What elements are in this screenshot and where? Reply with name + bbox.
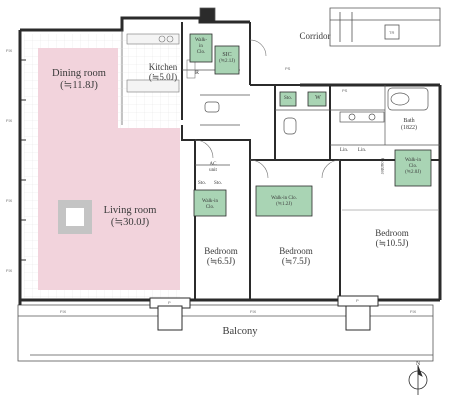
- storage-label-2: Sto.: [198, 181, 206, 186]
- ac-unit-line2: unit: [209, 167, 217, 173]
- pillar-label-1: P: [168, 300, 171, 305]
- kitchen-area: (≒5.0J): [148, 72, 178, 83]
- walkin-bed1-line2: Clo.: [205, 204, 215, 210]
- linen-label-1: Lin.: [339, 148, 349, 153]
- bedroom-1-area: (≒6.5J): [206, 256, 236, 267]
- walkin-kitchen-line2: in: [199, 43, 203, 49]
- walkin-bed3-area: (≒2.0J): [405, 169, 421, 175]
- pillar-label-2: P: [356, 298, 359, 303]
- ac-unit-line1: AC: [209, 162, 217, 167]
- living-room-label: Living room: [103, 205, 157, 216]
- pillars: [149, 295, 379, 331]
- bedroom-3-area: (≒10.5J): [375, 238, 409, 249]
- bath-label: Bath: [403, 118, 415, 124]
- sic-label: SIC: [222, 52, 232, 58]
- sash-label-5: FIX: [60, 309, 67, 314]
- compass-north-label: N: [415, 361, 421, 367]
- refrigerator-label: R: [194, 70, 199, 76]
- washer-label: W: [315, 95, 321, 101]
- living-table: [58, 200, 92, 234]
- walkin-bed3-line1: Walk-in: [405, 158, 421, 163]
- kitchen-counters: [126, 33, 196, 93]
- corridor-label: Corridor: [299, 31, 331, 41]
- balcony-label: Balcony: [222, 326, 258, 337]
- bedroom-3-label: Bedroom: [375, 228, 409, 238]
- sash-label-1: FIX: [6, 48, 13, 53]
- bedroom-2-label: Bedroom: [279, 246, 313, 256]
- walkin-kitchen-line1: Walk-: [194, 38, 208, 43]
- bedroom-1-label: Bedroom: [204, 246, 238, 256]
- walkin-bed1-line1: Walk-in: [202, 199, 218, 204]
- sash-label-7: FIX: [410, 309, 417, 314]
- interior-walls: [181, 22, 440, 300]
- bedroom-2-area: (≒7.5J): [281, 256, 311, 267]
- walkin-kitchen-line3: Clo.: [196, 49, 206, 55]
- walkin-bed3-line2: Clo.: [408, 163, 418, 169]
- north-compass: [408, 365, 428, 395]
- bath-size: (1822): [401, 124, 417, 131]
- storage-label-1: Sto.: [284, 96, 292, 101]
- sash-label-6: FIX: [250, 309, 257, 314]
- trunk-room-label: TR: [389, 30, 395, 35]
- sic-area: (≒2.1J): [219, 58, 235, 64]
- sash-label-2: FIX: [6, 118, 13, 123]
- living-room-area: (≒30.0J): [110, 217, 150, 229]
- dining-room-area: (≒11.8J): [60, 80, 98, 92]
- counter-label: Counter: [379, 158, 384, 175]
- closets: [189, 33, 432, 217]
- walkin-bed2-area: (≒1.2J): [276, 201, 292, 207]
- kitchen-label: Kitchen: [148, 62, 178, 72]
- storage-label-3: Sto.: [214, 181, 222, 186]
- outer-walls: [18, 16, 442, 305]
- dining-room-label: Dining room: [52, 68, 106, 79]
- pipe-space-label-1: PS: [285, 66, 291, 71]
- sash-label-3: FIX: [6, 198, 13, 203]
- linen-label-2: Lin.: [357, 148, 367, 153]
- sash-label-4: FIX: [6, 268, 13, 273]
- walkin-bed2-label: Walk-in Clo.: [271, 196, 297, 201]
- pipe-space-label-2: PS: [342, 88, 348, 93]
- bath-fixture: [204, 87, 429, 135]
- door-swings: [194, 39, 341, 179]
- sash-marks: [20, 59, 26, 261]
